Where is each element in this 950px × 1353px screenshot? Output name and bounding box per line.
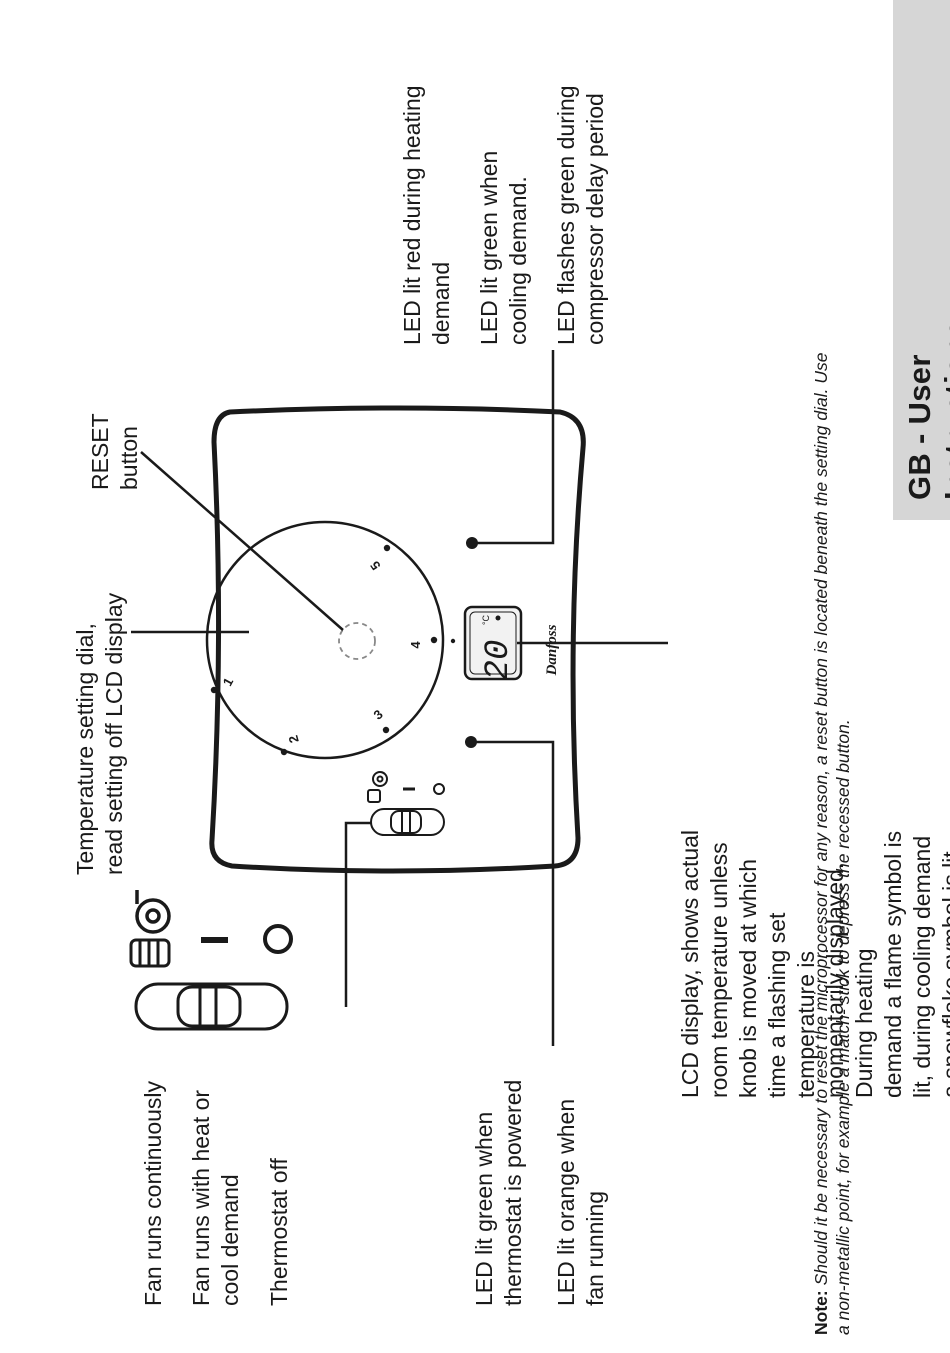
hand-icon (129, 938, 171, 968)
label-led-red-heating: LED lit red during heating demand (399, 85, 454, 345)
label-led-green-powered: LED lit green when thermostat is powered (471, 1079, 526, 1306)
dial-number-5: 5 (367, 558, 383, 573)
setting-dial (205, 520, 445, 760)
lcd-flame-icon (495, 615, 501, 621)
label-led-green-cooling: LED lit green when cooling demand. (476, 150, 531, 345)
note-line-2: a non-metallic point, for example a matc… (833, 719, 853, 1335)
dial-number-3: 3 (371, 706, 386, 722)
label-led-flash-compressor: LED flashes green during compressor dela… (553, 85, 608, 345)
dial-ticks (210, 544, 438, 756)
device-switch (370, 808, 445, 836)
off-mark (263, 924, 293, 954)
switch-enlarged (134, 982, 289, 1031)
reset-button-hole (338, 622, 376, 660)
led-small (450, 638, 456, 644)
dial-number-4: 4 (408, 641, 423, 649)
lcd-temperature: 20 (480, 640, 518, 681)
leader-lines (131, 350, 668, 1046)
lcd-unit: °C (481, 614, 491, 625)
label-led-orange-fan: LED lit orange when fan running (553, 1098, 608, 1306)
label-fan-demand: Fan runs with heat or cool demand (188, 1089, 243, 1306)
note-line-1: Should it be necessary to reset the micr… (811, 352, 831, 1291)
label-fan-continuous: Fan runs continuously (140, 1080, 166, 1306)
label-thermostat-off: Thermostat off (266, 1158, 292, 1306)
dial-number-2: 2 (285, 734, 301, 745)
section-tab (893, 0, 950, 520)
note-label: Note: (811, 1290, 831, 1335)
device-off-mark (433, 783, 445, 795)
dial-number-1: 1 (220, 675, 237, 688)
brand-logo: Danfoss (544, 624, 560, 676)
label-setting-dial: Temperature setting dial, read setting o… (72, 592, 127, 875)
fan-icon (135, 890, 171, 934)
label-reset-button: RESET button (87, 413, 142, 490)
note-text: Note: Should it be necessary to reset th… (810, 35, 854, 1335)
device-fan-icon (367, 771, 388, 803)
thermostat-body (209, 405, 586, 874)
